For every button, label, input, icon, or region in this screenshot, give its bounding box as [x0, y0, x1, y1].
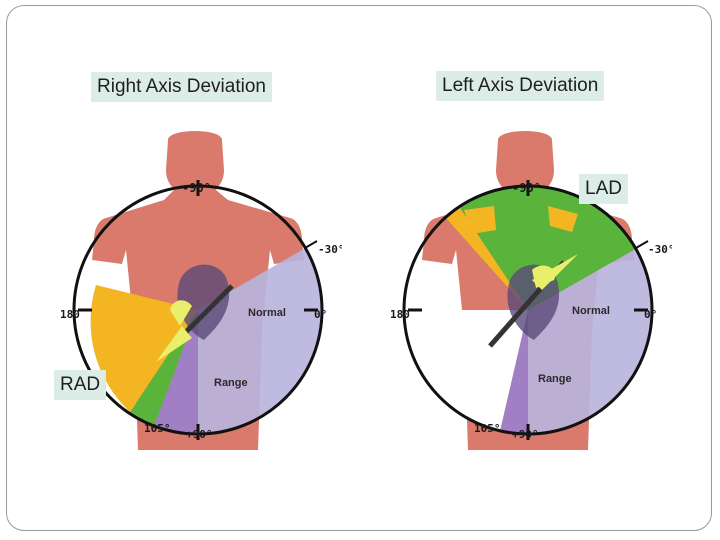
rad-axis-diagram: -90° -30° 0° 180 105° +90° Normal Range: [60, 131, 342, 450]
label-plus-90: +90°: [186, 428, 213, 441]
vector-arrow-lad: [532, 254, 578, 290]
label-plus-90-lad: +90°: [512, 428, 539, 441]
lad-green-zone: [460, 186, 637, 310]
lad-sector: [446, 208, 528, 310]
label-105: 105°: [144, 422, 171, 435]
left-axis-deviation-title: Left Axis Deviation: [436, 71, 605, 101]
label-normal-lad: Normal: [572, 305, 610, 317]
label-minus-30-lad: -30°: [648, 243, 672, 256]
range-sector-lad: [500, 310, 528, 435]
lad-axis-diagram: -90° -30° 0° 180 105° +90° Normal Range: [390, 131, 672, 450]
right-axis-deviation-title: Right Axis Deviation: [91, 72, 272, 102]
lad-callout: LAD: [579, 174, 628, 204]
label-180-lad: 180: [390, 308, 410, 321]
label-180: 180: [60, 308, 80, 321]
label-range: Range: [214, 377, 248, 389]
label-0: 0°: [314, 308, 327, 321]
label-minus-90-lad: -90°: [512, 181, 541, 195]
label-0-lad: 0°: [644, 308, 657, 321]
heart-shape: [170, 264, 230, 340]
lad-shoulder-left: [464, 206, 496, 234]
lad-shoulder-right: [548, 206, 578, 232]
label-normal: Normal: [248, 307, 286, 319]
label-105-lad: 105°: [474, 422, 501, 435]
normal-sector-lad: [528, 248, 653, 435]
vector-arrow: [156, 326, 192, 362]
label-minus-90: -90°: [182, 181, 211, 195]
label-range-lad: Range: [538, 373, 572, 385]
label-minus-30: -30°: [318, 243, 342, 256]
rad-sector: [90, 285, 198, 412]
rad-callout: RAD: [54, 370, 107, 400]
